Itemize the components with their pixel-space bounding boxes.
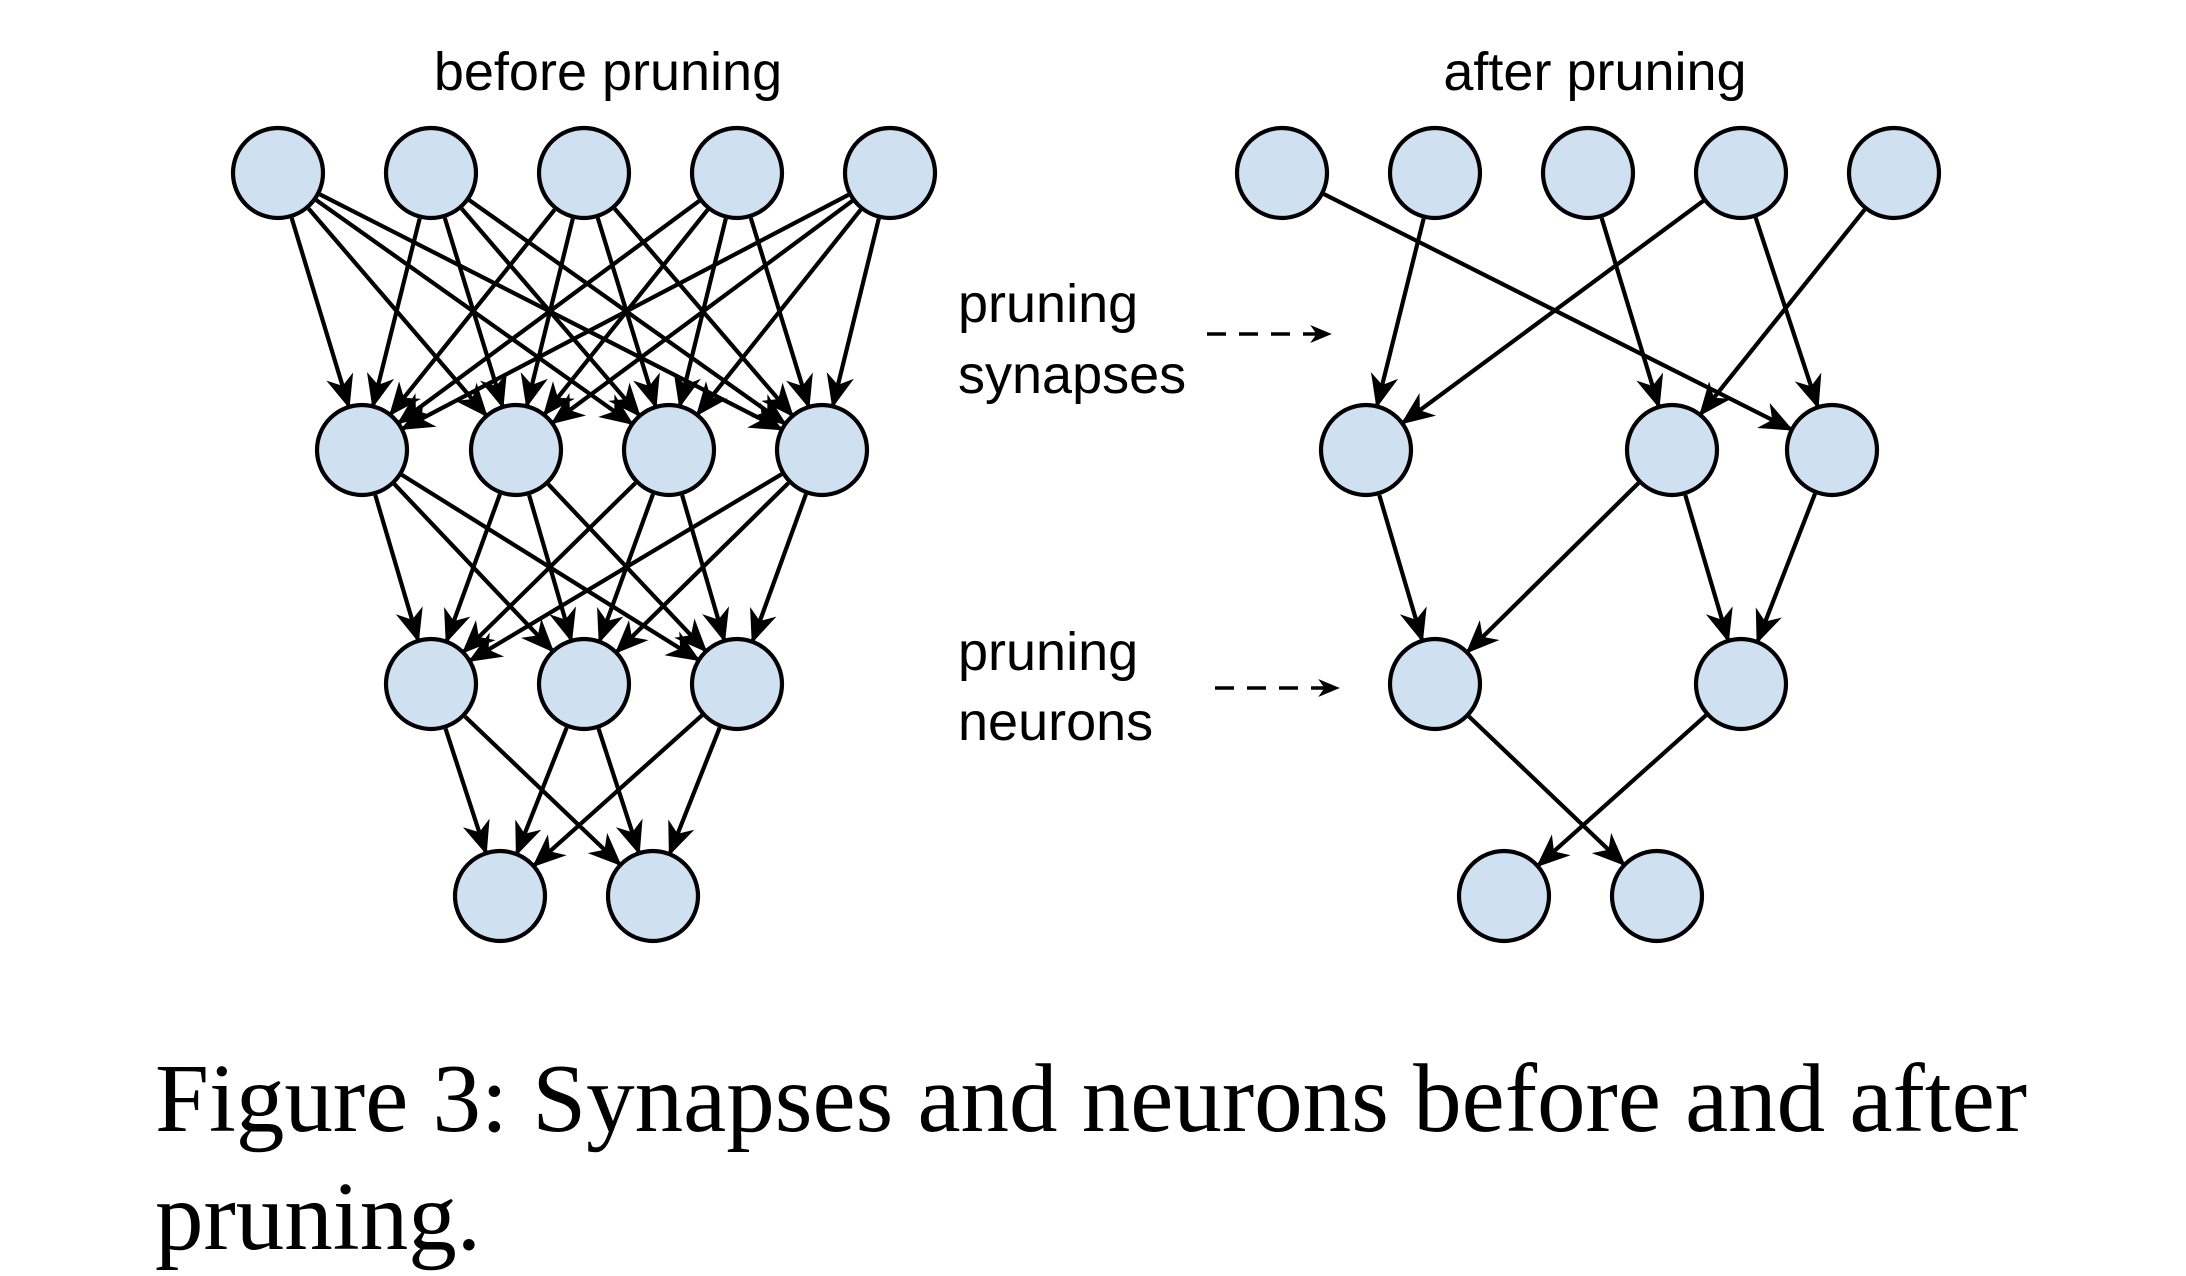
before-synapse-arrow bbox=[826, 218, 881, 409]
before-neuron-node bbox=[383, 125, 479, 221]
after-synapse-arrow bbox=[1467, 714, 1626, 867]
before-neuron-node bbox=[621, 402, 717, 498]
after-neuron-node bbox=[1846, 125, 1942, 221]
after-synapse-arrow bbox=[1755, 493, 1817, 644]
after-synapse-arrow bbox=[1753, 216, 1822, 409]
after-neuron-node bbox=[1456, 848, 1552, 944]
before-synapse-arrow bbox=[373, 494, 423, 643]
pruning-neurons-label-line2: neurons bbox=[958, 692, 1153, 752]
before-synapse-arrow bbox=[366, 218, 422, 409]
after-neuron-node bbox=[1318, 402, 1414, 498]
before-neuron-node bbox=[842, 125, 938, 221]
before-synapse-arrow bbox=[614, 481, 790, 654]
pruning-synapses-label-line1: pruning bbox=[958, 274, 1138, 334]
after-synapse-arrow bbox=[1599, 217, 1664, 409]
after-neuron-node bbox=[1624, 402, 1720, 498]
after-neuron-node bbox=[1784, 402, 1880, 498]
before-synapse-arrow bbox=[667, 726, 722, 856]
after-neuron-node bbox=[1609, 848, 1705, 944]
before-synapse-arrow bbox=[695, 208, 863, 417]
after-synapse-arrow bbox=[1400, 199, 1705, 425]
before-neuron-node bbox=[383, 636, 479, 732]
before-neuron-node bbox=[452, 848, 548, 944]
before-pruning-title: before pruning bbox=[434, 42, 782, 102]
before-neurons bbox=[230, 125, 938, 944]
after-synapse-arrow bbox=[1536, 713, 1708, 868]
before-neuron-node bbox=[689, 125, 785, 221]
after-synapse-arrow bbox=[1699, 208, 1867, 417]
before-neuron-node bbox=[230, 125, 326, 221]
before-neuron-node bbox=[689, 636, 785, 732]
before-neuron-node bbox=[536, 125, 632, 221]
after-neuron-node bbox=[1693, 125, 1789, 221]
after-synapse-arrow bbox=[1683, 494, 1733, 643]
before-synapse-arrow bbox=[750, 493, 808, 644]
before-synapse-arrow bbox=[396, 199, 701, 425]
pruning-synapses-label-line2: synapses bbox=[958, 345, 1186, 405]
figure-caption: Figure 3: Synapses and neurons before an… bbox=[155, 1045, 2028, 1270]
before-synapse-arrow bbox=[444, 493, 502, 644]
before-synapse-arrow bbox=[461, 481, 637, 654]
before-synapse-arrow bbox=[389, 208, 557, 417]
after-neuron-node bbox=[1387, 125, 1483, 221]
after-neuron-node bbox=[1693, 636, 1789, 732]
before-neuron-node bbox=[605, 848, 701, 944]
before-synapse-arrow bbox=[468, 472, 783, 663]
before-neuron-node bbox=[468, 402, 564, 498]
before-synapse-arrow bbox=[514, 726, 569, 856]
after-neuron-node bbox=[1234, 125, 1330, 221]
before-synapse-arrow bbox=[400, 192, 850, 431]
after-neuron-node bbox=[1387, 636, 1483, 732]
before-neuron-node bbox=[314, 402, 410, 498]
before-synapse-arrow bbox=[532, 713, 704, 868]
after-pruning-title: after pruning bbox=[1443, 42, 1746, 102]
after-synapse-arrow bbox=[1323, 192, 1794, 432]
before-neuron-node bbox=[536, 636, 632, 732]
after-synapse-arrow bbox=[1465, 481, 1641, 654]
after-neurons bbox=[1234, 125, 1942, 944]
after-neuron-node bbox=[1540, 125, 1636, 221]
after-synapses bbox=[1323, 192, 1867, 868]
pruning-neurons-label-line1: pruning bbox=[958, 622, 1138, 682]
before-synapse-arrow bbox=[550, 199, 854, 425]
after-synapse-arrow bbox=[1377, 494, 1427, 643]
before-synapse-arrow bbox=[443, 728, 490, 855]
after-synapse-arrow bbox=[1370, 218, 1426, 409]
before-synapse-arrow bbox=[289, 217, 354, 409]
before-neuron-node bbox=[774, 402, 870, 498]
before-synapses bbox=[289, 192, 881, 868]
